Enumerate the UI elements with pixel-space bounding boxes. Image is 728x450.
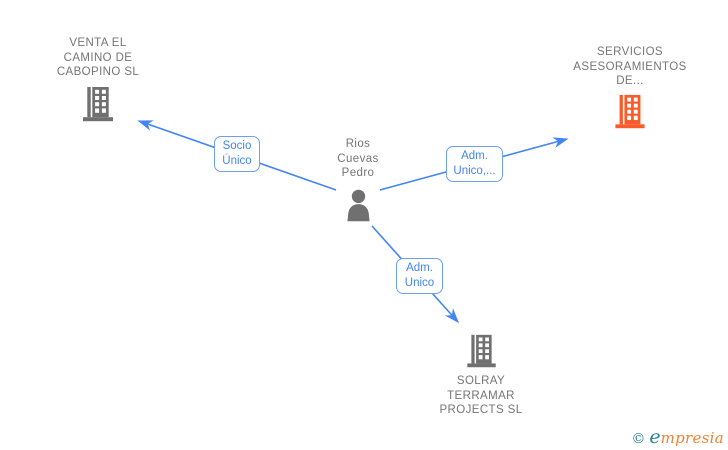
- company-node-venta-el-camino[interactable]: VENTA EL CAMINO DE CABOPINO SL: [18, 36, 178, 122]
- edge-label-socio-unico[interactable]: Socio Único: [214, 136, 260, 172]
- edge-label-line: Socio: [222, 140, 252, 152]
- company-name-line: TERRAMAR: [447, 389, 515, 402]
- edge-label-line: Adm.: [406, 262, 433, 274]
- person-name-line: Cuevas: [337, 152, 379, 165]
- company-name-line: PROJECTS SL: [439, 404, 523, 416]
- company-name-line: CABOPINO SL: [56, 66, 140, 78]
- company-name-line: ASESORAMIENTOS: [573, 60, 687, 73]
- edge-label-adm-unico-bottom[interactable]: Adm. Unico: [396, 258, 443, 294]
- brand-name: mpresia: [660, 429, 724, 447]
- edge-label-adm-unico-right[interactable]: Adm. Unico,...: [446, 146, 503, 182]
- person-name-line: Pedro: [341, 167, 375, 179]
- company-name-line: DE...: [616, 75, 644, 87]
- building-icon[interactable]: [465, 332, 498, 368]
- company-name-line: VENTA EL: [69, 37, 127, 49]
- copyright-symbol: ©: [631, 431, 646, 447]
- edge-label-line: Unico: [404, 277, 435, 289]
- company-name-line: SERVICIOS: [596, 46, 664, 58]
- person-node-rios-cuevas-pedro[interactable]: Rios Cuevas Pedro: [298, 137, 418, 222]
- company-name-label: SERVICIOS ASESORAMIENTOS DE...: [550, 45, 710, 89]
- company-name-line: CAMINO DE: [63, 51, 133, 64]
- brand-initial: e: [649, 426, 661, 448]
- edge-label-line: Adm.: [461, 150, 488, 162]
- company-node-servicios-asesoramientos[interactable]: SERVICIOS ASESORAMIENTOS DE...: [550, 45, 710, 129]
- company-node-solray-terramar[interactable]: SOLRAY TERRAMAR PROJECTS SL: [401, 332, 561, 418]
- person-icon[interactable]: [343, 189, 374, 222]
- empresia-logo[interactable]: ©empresia: [631, 426, 724, 448]
- edge-label-line: Unico,...: [453, 165, 496, 177]
- edge-label-line: Único: [222, 155, 252, 167]
- company-name-label: VENTA EL CAMINO DE CABOPINO SL: [18, 36, 178, 80]
- company-name-line: SOLRAY: [456, 375, 506, 387]
- person-name-label: Rios Cuevas Pedro: [298, 137, 418, 181]
- building-icon[interactable]: [613, 92, 647, 129]
- person-name-line: Rios: [345, 138, 371, 150]
- company-name-label: SOLRAY TERRAMAR PROJECTS SL: [401, 374, 561, 418]
- building-icon[interactable]: [80, 84, 116, 122]
